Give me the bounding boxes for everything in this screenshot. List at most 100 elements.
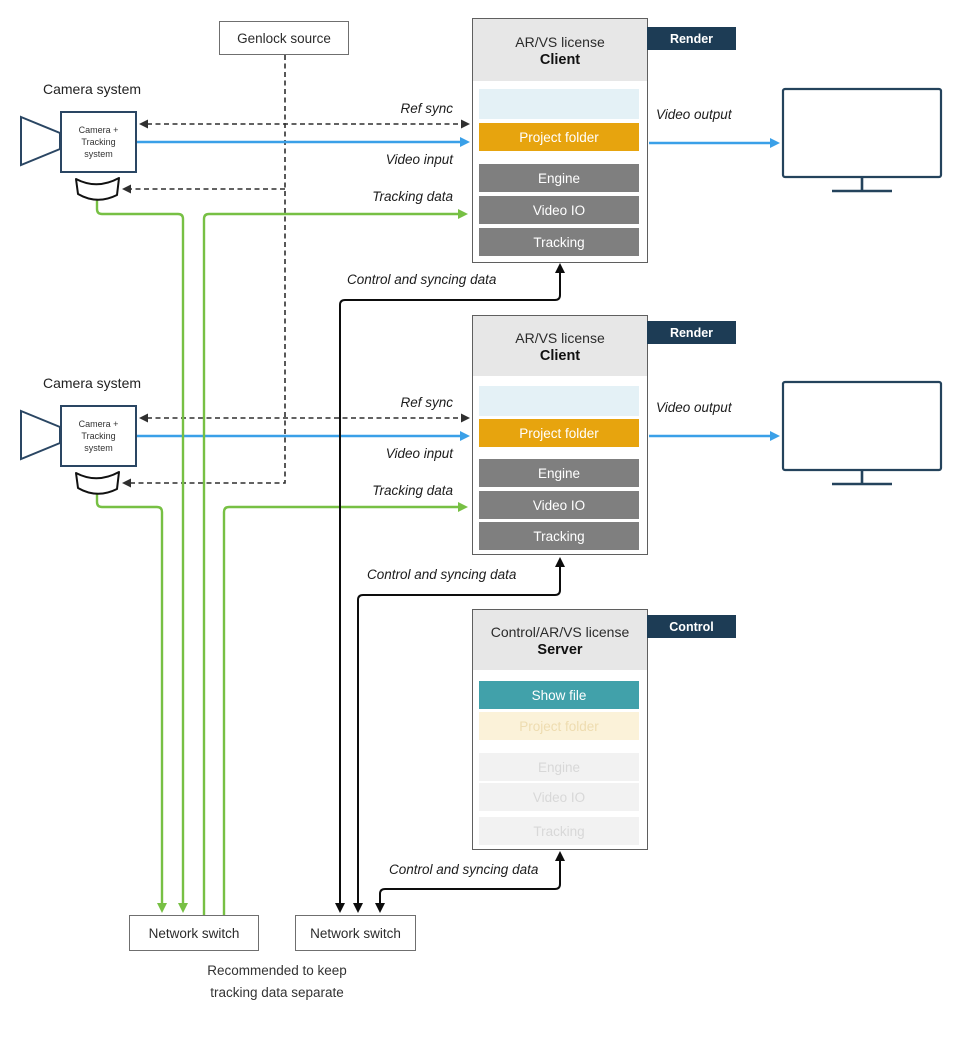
client-1-video-io-row: Video IO <box>479 196 639 224</box>
tracking-client2-arrow <box>458 502 468 512</box>
client-1-engine-row: Engine <box>479 164 639 192</box>
camera-2-body-line1: Camera + <box>78 418 119 429</box>
control-switch-arrow-1 <box>335 903 345 913</box>
video-arrowheads <box>460 137 780 441</box>
camera-2-title: Camera system <box>43 375 142 391</box>
monitor-2-stand <box>832 470 892 486</box>
tracking-note: Recommended to keep tracking data separa… <box>157 960 397 1003</box>
client-1-role: Client <box>539 52 581 68</box>
client-node-1: AR/VS license Client Project folder Engi… <box>472 18 648 263</box>
camera-1-lens-icon <box>20 115 61 167</box>
control-switch-arrow-2 <box>353 903 363 913</box>
server-tracking-row: Tracking <box>479 817 639 845</box>
ref-sync-1-left-arrow <box>139 119 148 129</box>
client-1-slot-row <box>479 89 639 119</box>
genlock-wires <box>130 55 462 484</box>
client-1-header: AR/VS license Client <box>473 19 647 81</box>
network-switch-left: Network switch <box>129 915 259 951</box>
client-2-project-folder-row: Project folder <box>479 419 639 447</box>
video-wires <box>137 140 771 438</box>
server-control-wire <box>379 860 561 904</box>
dashed-arrowheads <box>122 119 470 488</box>
server-show-file-row: Show file <box>479 681 639 709</box>
client-node-2: AR/VS license Client Project folder Engi… <box>472 315 648 555</box>
client-2-header: AR/VS license Client <box>473 316 647 376</box>
sensor2-arrow <box>122 478 131 488</box>
ref-sync-1-right-arrow <box>461 119 470 129</box>
server-control-tag: Control <box>647 615 736 638</box>
genlock-to-sensor2-wire <box>130 55 286 484</box>
control-wires <box>339 272 561 904</box>
client-1-license: AR/VS license <box>515 34 605 50</box>
server-role: Server <box>537 642 583 658</box>
video-input-label-2: Video input <box>385 446 453 461</box>
client-1-project-folder-row: Project folder <box>479 123 639 151</box>
ref-sync-2-right-arrow <box>461 413 470 423</box>
control-arrowheads <box>335 263 565 913</box>
video-input-2-arrow <box>460 431 470 441</box>
camera-2-tracking-sensor-icon <box>75 471 120 495</box>
ref-sync-label-2: Ref sync <box>400 395 453 410</box>
video-output-1-arrow <box>770 138 780 148</box>
client-2-engine-row: Engine <box>479 459 639 487</box>
camera2-tracking-wire <box>95 493 164 904</box>
monitor-1-screen <box>781 87 943 179</box>
tracking-data-label-1: Tracking data <box>372 189 453 204</box>
control-label-2: Control and syncing data <box>367 567 517 582</box>
server-header: Control/AR/VS license Server <box>473 610 647 670</box>
camera-1-tracking-sensor-icon <box>75 177 120 201</box>
camera-1-icon <box>20 115 120 201</box>
camera-2-body: Camera + Tracking system <box>60 405 137 467</box>
camera-1-body-line1: Camera + <box>78 124 119 135</box>
video-input-label-1: Video input <box>385 152 453 167</box>
ref-sync-label-1: Ref sync <box>400 101 453 116</box>
video-output-2-arrow <box>770 431 780 441</box>
tracking-note-line1: Recommended to keep <box>207 963 347 978</box>
switch-to-client1-tracking-wire <box>202 212 459 915</box>
video-output-label-1: Video output <box>656 107 732 122</box>
client-2-role: Client <box>539 348 581 364</box>
tracking-wires <box>95 199 459 915</box>
camera-1-body-line2: Tracking <box>81 136 116 147</box>
switch-to-client2-tracking-wire <box>222 505 459 915</box>
sensor1-arrow <box>122 184 131 194</box>
tracking-arrowheads <box>157 209 468 913</box>
server-node: Control/AR/VS license Server Show file P… <box>472 609 648 850</box>
client1-control-wire <box>339 272 561 904</box>
tracking-data-label-2: Tracking data <box>372 483 453 498</box>
server-control-up-arrow <box>555 851 565 861</box>
client1-control-up-arrow <box>555 263 565 273</box>
client-1-render-tag: Render <box>647 27 736 50</box>
tracking-client1-arrow <box>458 209 468 219</box>
ref-sync-2-left-arrow <box>139 413 148 423</box>
server-video-io-row: Video IO <box>479 783 639 811</box>
tracking-switch-arrow-2 <box>157 903 167 913</box>
camera-1-title: Camera system <box>43 81 142 97</box>
client-2-tracking-row: Tracking <box>479 522 639 550</box>
client-2-slot-row <box>479 386 639 416</box>
camera-1-body: Camera + Tracking system <box>60 111 137 173</box>
control-label-3: Control and syncing data <box>389 862 539 877</box>
genlock-source-box: Genlock source <box>219 21 349 55</box>
monitor-1-stand <box>832 177 892 193</box>
tracking-note-line2: tracking data separate <box>210 984 344 1000</box>
monitor-2-icon <box>781 380 943 486</box>
server-engine-row: Engine <box>479 753 639 781</box>
client-2-license: AR/VS license <box>515 330 605 346</box>
video-output-label-2: Video output <box>656 400 732 415</box>
network-switch-right: Network switch <box>295 915 416 951</box>
client-1-tracking-row: Tracking <box>479 228 639 256</box>
camera-2-lens-icon <box>20 409 61 461</box>
camera-2-body-line3: system <box>84 443 113 454</box>
camera-2-icon <box>20 409 120 495</box>
server-project-folder-row: Project folder <box>479 712 639 740</box>
control-switch-arrow-3 <box>375 903 385 913</box>
monitor-1-icon <box>781 87 943 193</box>
camera1-tracking-wire <box>95 199 185 904</box>
client2-control-up-arrow <box>555 557 565 567</box>
client-2-render-tag: Render <box>647 321 736 344</box>
server-license: Control/AR/VS license <box>490 624 630 640</box>
monitor-2-screen <box>781 380 943 472</box>
